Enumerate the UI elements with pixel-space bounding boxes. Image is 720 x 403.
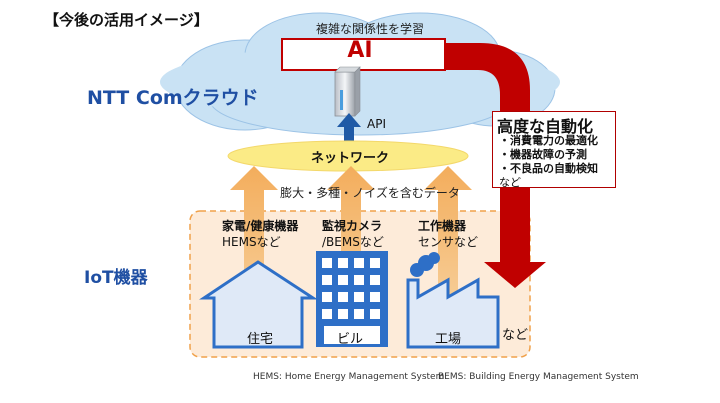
advancement-title: 高度な自動化 — [497, 117, 594, 136]
factory-icon — [406, 252, 500, 349]
building-label: ビル — [336, 332, 363, 347]
data-caption: 膨大・多種・ノイズを含むデータ — [280, 186, 460, 200]
advancement-item: ・機器故障の予測 — [499, 148, 587, 161]
ai-box — [281, 38, 446, 71]
advancement-list: ・消費電力の最適化 ・機器故障の予測 ・不良品の自動検知 など — [499, 134, 598, 190]
api-arrow-icon — [337, 113, 361, 143]
factory-label: 工場 — [434, 332, 461, 347]
iot-etc: など — [502, 328, 529, 343]
server-icon — [334, 66, 361, 117]
cloud-name: NTT Comクラウド — [87, 87, 259, 109]
building-icon — [316, 251, 388, 347]
api-label: API — [367, 117, 386, 131]
cloud-caption: 複雑な関係性を学習 — [315, 22, 424, 36]
page-title: 【今後の活用イメージ】 — [44, 11, 209, 29]
device-caption-factory: 工作機器 センサなど — [418, 219, 479, 249]
device-caption-home: 家電/健康機器 HEMSなど — [222, 219, 299, 249]
advancement-item: ・不良品の自動検知 — [499, 162, 598, 175]
footnote-bems: BEMS: Building Energy Management System — [438, 372, 639, 382]
house-label: 住宅 — [246, 332, 273, 347]
ai-label: AI — [347, 38, 373, 63]
advancement-item: ・消費電力の最適化 — [499, 134, 598, 147]
automation-arrow — [445, 43, 546, 288]
iot-title: IoT機器 — [84, 268, 148, 288]
advancement-etc: など — [499, 176, 521, 189]
advancement-box — [492, 111, 616, 188]
footnote-hems: HEMS: Home Energy Management System — [253, 372, 445, 382]
network-label: ネットワーク — [310, 151, 389, 166]
house-icon — [199, 260, 319, 349]
device-caption-building: 監視カメラ /BEMSなど — [322, 219, 384, 249]
